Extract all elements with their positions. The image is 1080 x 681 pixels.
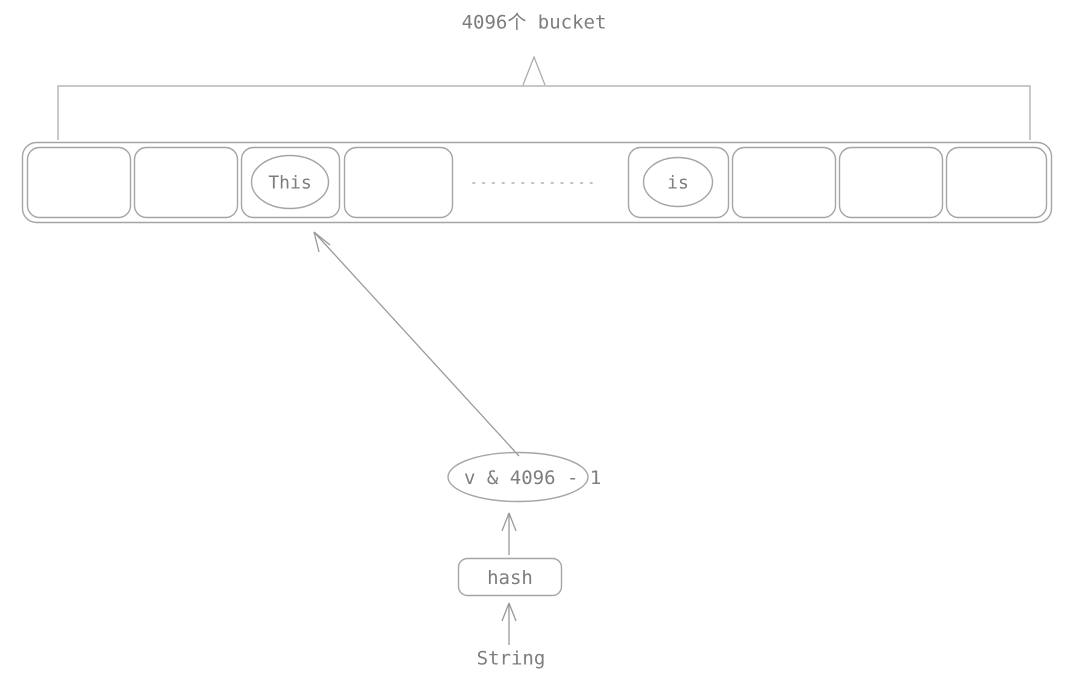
bucket-cell-5[interactable]: is [627, 146, 730, 219]
bucket-cell-8[interactable] [945, 146, 1048, 219]
hash-box-label: hash [487, 567, 533, 589]
bucket-cell-3[interactable]: This [240, 146, 341, 219]
hash-function-box[interactable]: hash [457, 557, 563, 597]
bucket-cell-1[interactable] [26, 146, 132, 219]
bucket-entry-oval-is [642, 156, 714, 208]
bucket-entry-label-this: This [268, 173, 311, 194]
string-to-hash-arrow [501, 602, 517, 645]
bucket-cell-4[interactable] [343, 146, 454, 219]
bucket-count-title: 4096个 bucket [462, 12, 607, 34]
hash-to-formula-arrow [501, 512, 517, 555]
bucket-entry-label-is: is [667, 173, 689, 194]
hash-box-rect [457, 557, 563, 597]
bucket-entry-oval-this [250, 154, 330, 210]
string-input-label: String [477, 648, 546, 670]
bucket-cell-7[interactable] [838, 146, 944, 219]
index-formula-node: v & 4096 - 1 [447, 451, 601, 503]
index-formula-label: v & 4096 - 1 [464, 467, 601, 489]
bucket-span-bracket [57, 55, 1031, 140]
bucket-array-container [21, 141, 1053, 224]
bucket-cell-2[interactable] [133, 146, 239, 219]
bucket-cell-6[interactable] [731, 146, 837, 219]
index-formula-oval [447, 451, 589, 503]
index-to-bucket-arrow [313, 231, 520, 457]
